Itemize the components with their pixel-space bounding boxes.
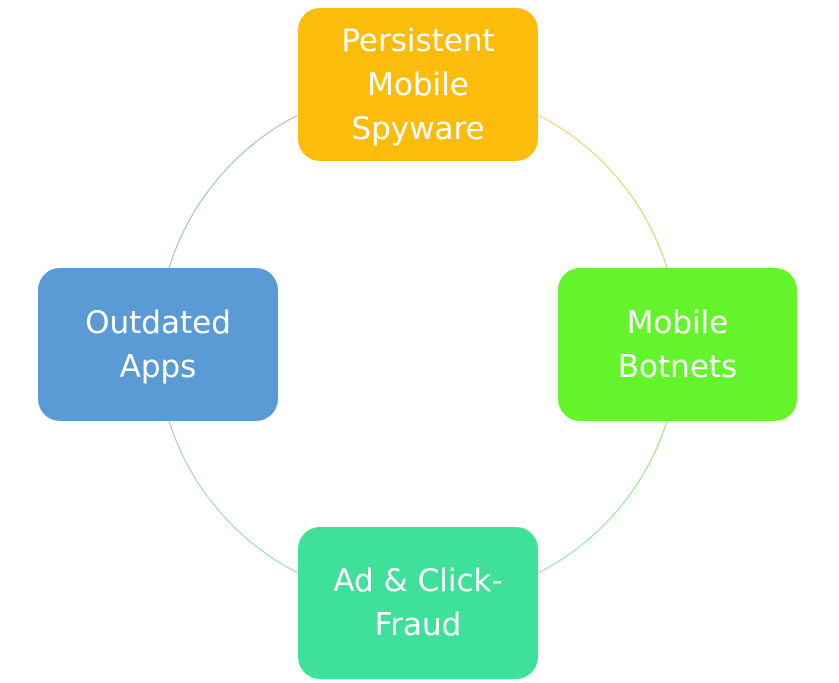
connector-bottom-left [168,420,299,574]
node-mobile-botnets: Mobile Botnets [558,268,797,421]
node-outdated-apps: Outdated Apps [38,268,278,421]
connector-top-right [537,114,668,269]
connector-right-bottom [537,420,668,574]
connector-left-top [168,114,299,269]
node-ad-click-fraud: Ad & Click- Fraud [298,527,538,679]
node-persistent-mobile-spyware: Persistent Mobile Spyware [298,8,538,161]
